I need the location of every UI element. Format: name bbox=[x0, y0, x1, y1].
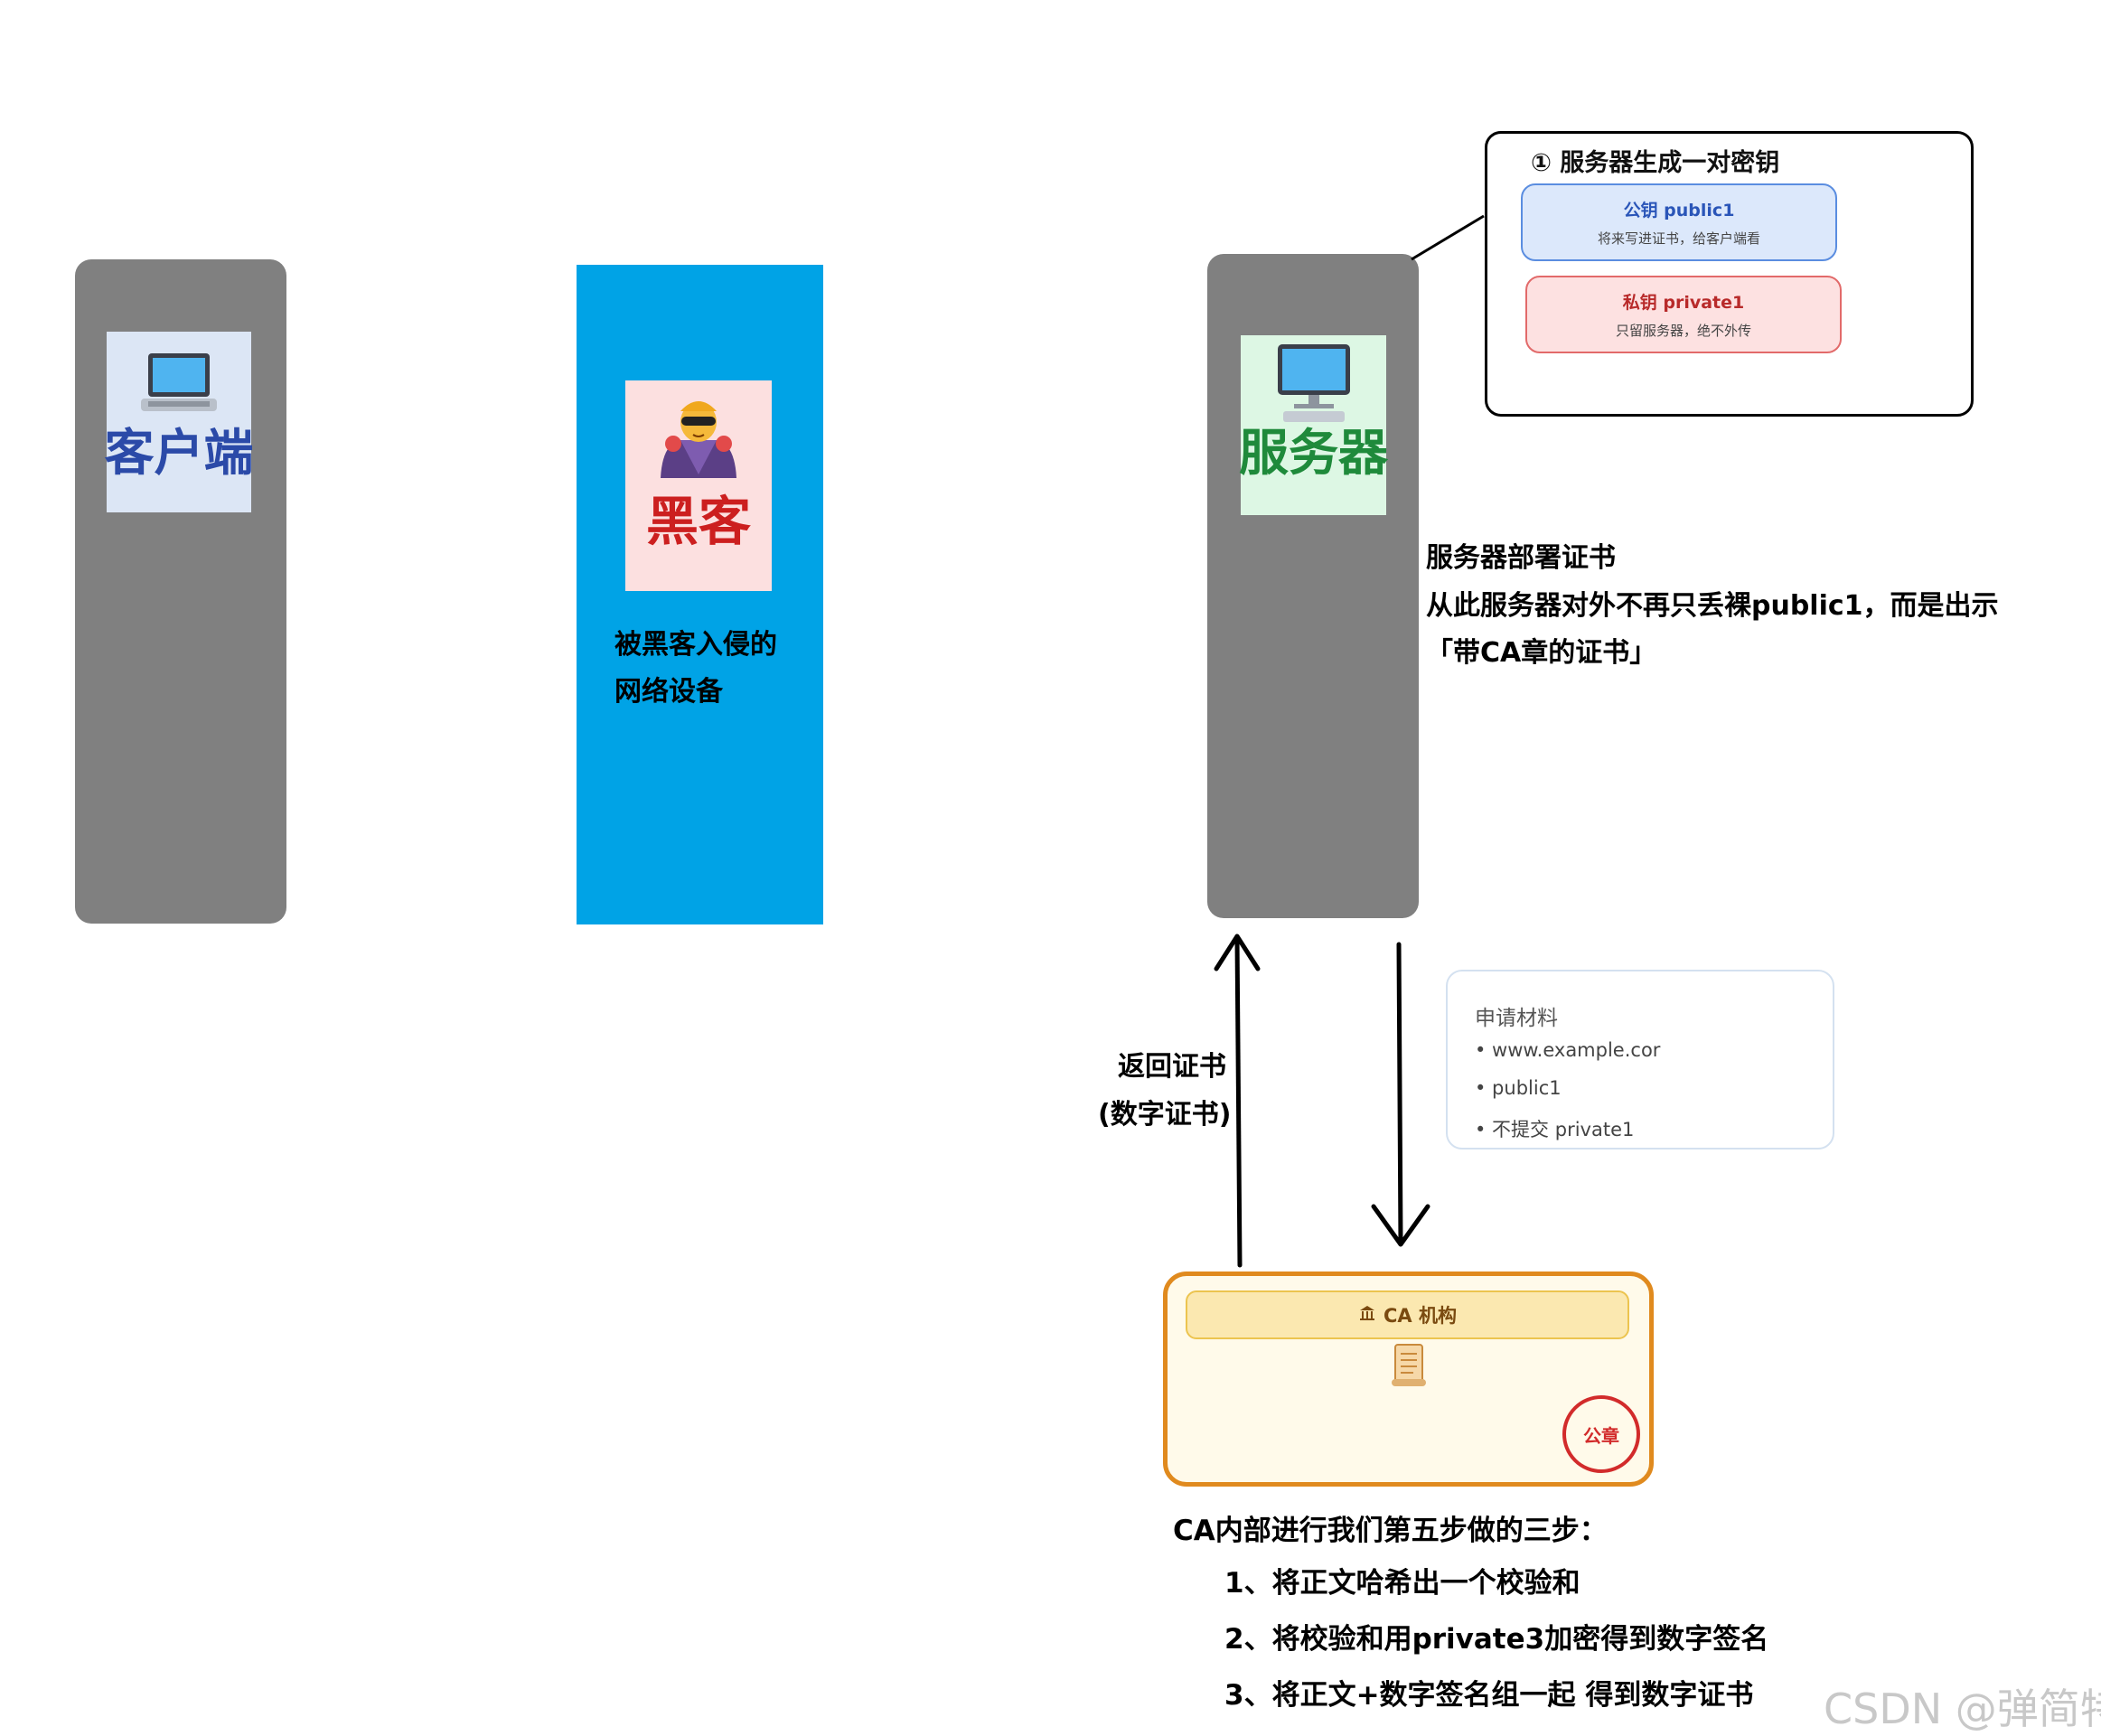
keypair-box: ① 服务器生成一对密钥 公钥 public1 将来写进证书，给客户端看 私钥 p… bbox=[1485, 131, 1974, 417]
return-label-line2: (数字证书) bbox=[1098, 1099, 1232, 1131]
server-note-line3: 「带CA章的证书」 bbox=[1426, 637, 1657, 669]
server-note-line2: 从此服务器对外不再只丢裸public1，而是出示 bbox=[1426, 590, 1999, 622]
return-arrow-up bbox=[1214, 934, 1261, 1268]
client-card: 客户端 bbox=[104, 332, 254, 512]
public-key-title: 公钥 public1 bbox=[1623, 201, 1735, 221]
arrows bbox=[1214, 934, 1430, 1268]
ca-step: 1、将正文哈希出一个校验和 bbox=[1224, 1567, 1580, 1600]
ca-header: CA 机构 bbox=[1186, 1290, 1629, 1339]
bank-building-icon bbox=[1358, 1304, 1376, 1327]
server-card: 服务器 bbox=[1239, 335, 1389, 515]
keypair-title: ① 服务器生成一对密钥 bbox=[1531, 149, 1780, 177]
submit-arrow-down bbox=[1371, 942, 1430, 1247]
ca-step: 2、将校验和用private3加密得到数字签名 bbox=[1224, 1623, 1769, 1656]
hacker-card: 黑客 bbox=[625, 380, 772, 591]
laptop-icon bbox=[136, 341, 222, 430]
application-item: • 不提交 private1 bbox=[1475, 1119, 1635, 1140]
ca-header-text: CA 机构 bbox=[1383, 1305, 1457, 1327]
watermark: CSDN @弹简特 bbox=[1824, 1684, 2101, 1733]
ca-seal: 公章 bbox=[1562, 1395, 1640, 1473]
private-key-title: 私钥 private1 bbox=[1622, 293, 1745, 313]
hacker-pillar bbox=[577, 265, 823, 924]
server-note-line1: 服务器部署证书 bbox=[1426, 542, 1616, 574]
application-item: • public1 bbox=[1475, 1077, 1562, 1099]
client-label: 客户端 bbox=[104, 424, 254, 482]
application-title: 申请材料 bbox=[1475, 1007, 1558, 1030]
private-key-card: 私钥 private1 只留服务器，绝不外传 bbox=[1525, 276, 1842, 353]
public-key-card: 公钥 public1 将来写进证书，给客户端看 bbox=[1521, 183, 1837, 261]
return-label-line1: 返回证书 bbox=[1118, 1051, 1226, 1083]
hacker-caption-line2: 网络设备 bbox=[614, 676, 723, 708]
scroll-icon bbox=[1390, 1341, 1428, 1392]
ca-steps-title: CA内部进行我们第五步做的三步： bbox=[1173, 1515, 1608, 1547]
ca-step: 3、将正文+数字签名组一起 得到数字证书 bbox=[1224, 1679, 1754, 1712]
application-card: 申请材料 • www.example.cor • public1 • 不提交 p… bbox=[1446, 970, 1834, 1150]
public-key-note: 将来写进证书，给客户端看 bbox=[1597, 230, 1760, 247]
keypair-connector bbox=[1411, 214, 1485, 261]
server-label: 服务器 bbox=[1239, 424, 1389, 482]
hacker-caption-line1: 被黑客入侵的 bbox=[614, 629, 777, 661]
desktop-computer-icon bbox=[1271, 339, 1357, 428]
masked-villain-icon bbox=[653, 391, 744, 484]
application-item: • www.example.cor bbox=[1475, 1039, 1661, 1061]
ca-box: CA 机构 公章 bbox=[1163, 1272, 1654, 1487]
private-key-note: 只留服务器，绝不外传 bbox=[1615, 323, 1751, 339]
hacker-label: 黑客 bbox=[645, 491, 751, 552]
